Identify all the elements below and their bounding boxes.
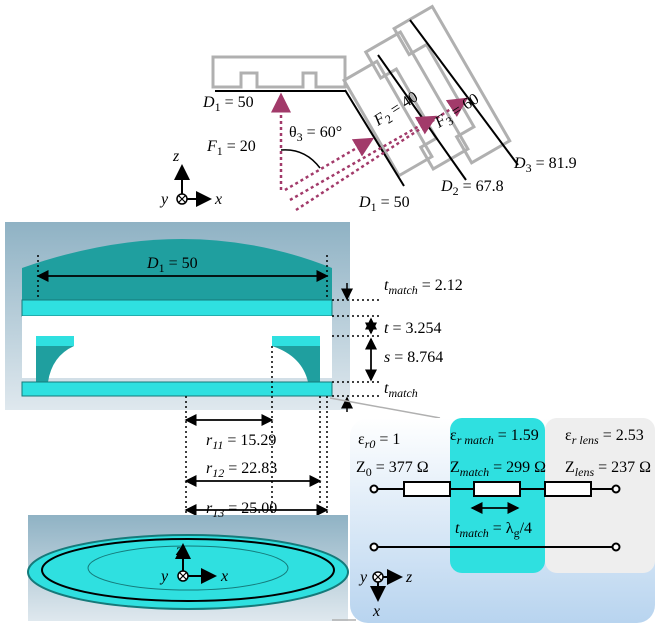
d3-rot-line bbox=[409, 19, 519, 166]
top-axes: z x y bbox=[159, 148, 222, 208]
f3-ray bbox=[295, 97, 469, 212]
circuit-axes: y z x bbox=[358, 569, 413, 620]
match-layer-top bbox=[21, 299, 333, 317]
rotated-lens-1 bbox=[341, 59, 434, 178]
r11-label: r11 = 15.29 bbox=[206, 432, 276, 452]
svg-text:x: x bbox=[372, 603, 380, 620]
r12-label: r12 = 22.83 bbox=[206, 460, 277, 480]
lens-dome bbox=[22, 239, 332, 300]
svg-text:y: y bbox=[159, 568, 169, 585]
tmatch-quarter-label: tmatch = λg/4 bbox=[455, 520, 532, 540]
d1-top-label: D1 = 50 bbox=[202, 94, 254, 114]
perspective-lens-outer bbox=[27, 534, 349, 610]
svg-text:x: x bbox=[214, 191, 222, 208]
eps-lens-label: εr lens = 2.53 bbox=[565, 427, 644, 447]
section-axes: z x y bbox=[159, 542, 228, 585]
transmission-line bbox=[369, 481, 621, 552]
d1-rot-label: D1 = 50 bbox=[358, 194, 410, 214]
zlens-label: Zlens = 237 Ω bbox=[565, 459, 651, 479]
left-support bbox=[36, 336, 74, 382]
rotated-lens-2 bbox=[363, 29, 470, 172]
d3-label: D3 = 81.9 bbox=[513, 155, 577, 175]
tmatch-label: tmatch = 2.12 bbox=[384, 277, 463, 297]
eps0-label: εr0 = 1 bbox=[358, 431, 400, 451]
t-label: t = 3.254 bbox=[384, 320, 441, 337]
d2-label: D2 = 67.8 bbox=[440, 178, 504, 198]
svg-text:z: z bbox=[172, 148, 180, 165]
svg-text:y: y bbox=[159, 191, 169, 208]
lens-region bbox=[545, 418, 655, 573]
tmatch2-label: tmatch bbox=[384, 380, 418, 400]
circuit-panel: εr0 = 1 εr match = 1.59 εr lens = 2.53 Z… bbox=[329, 397, 655, 623]
rotated-lens-3 bbox=[392, 4, 512, 165]
f2-ray bbox=[289, 115, 438, 202]
theta3-label: θ3 = 60° bbox=[289, 124, 342, 144]
svg-text:z: z bbox=[175, 542, 183, 559]
zmatch-label: Zmatch = 299 Ω bbox=[450, 459, 546, 479]
top-diagram: D1 = 50 F1 = 20 θ3 = 60° F2 = 40 F3 = 60… bbox=[159, 4, 577, 214]
z0-label: Z0 = 377 Ω bbox=[356, 459, 429, 479]
f1-ray-1 bbox=[284, 137, 375, 192]
r13-label: r13 = 25.00 bbox=[206, 500, 277, 520]
match-layer-bottom bbox=[21, 381, 333, 397]
lens-section: D1 = 50 tmatch = 2.12 t = 3.254 s = 8.76… bbox=[5, 222, 463, 621]
section-d1-label: D1 = 50 bbox=[146, 255, 198, 275]
svg-text:y: y bbox=[358, 569, 368, 586]
d1-rot-line bbox=[344, 89, 405, 187]
right-support bbox=[272, 336, 320, 382]
svg-text:z: z bbox=[405, 569, 413, 586]
f1-label: F1 = 20 bbox=[206, 138, 256, 158]
lens-outline-horizontal bbox=[211, 55, 347, 89]
svg-text:x: x bbox=[220, 568, 228, 585]
eps-match-label: εr match = 1.59 bbox=[450, 427, 539, 447]
s-label: s = 8.764 bbox=[384, 349, 443, 366]
theta-arc bbox=[280, 149, 321, 169]
